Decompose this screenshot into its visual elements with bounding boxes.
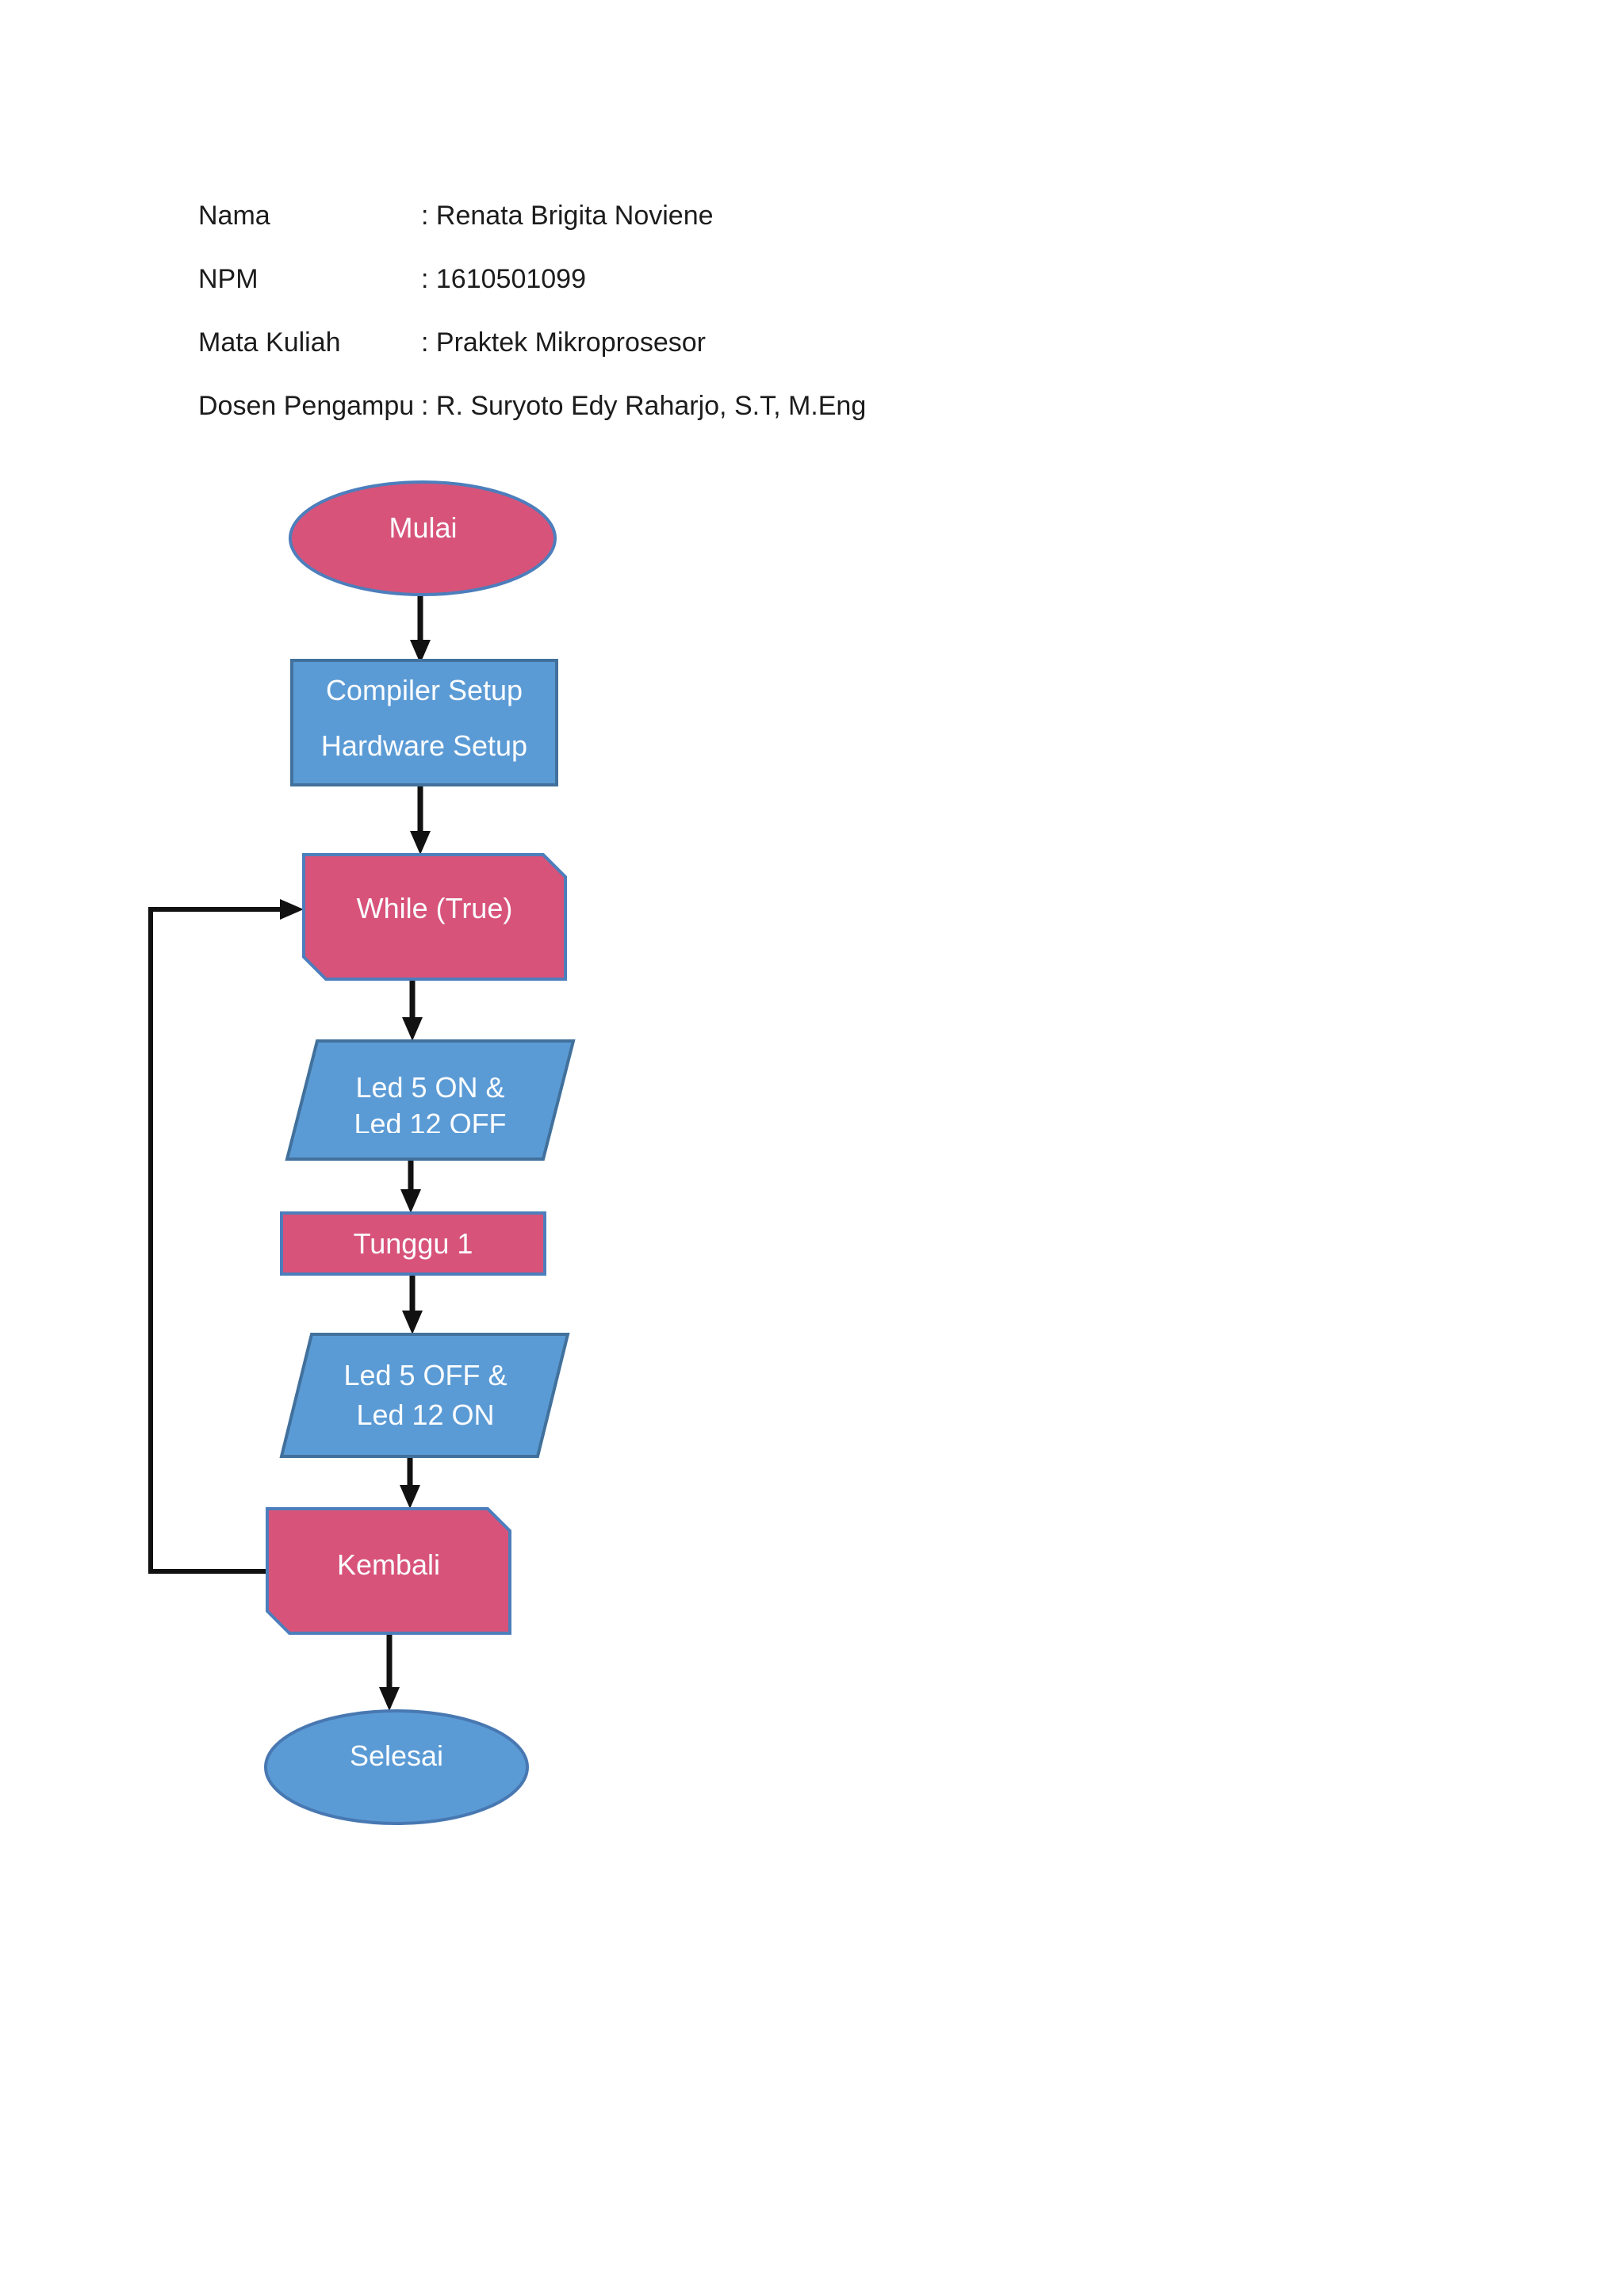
info-row-nama: Nama : Renata Brigita Noviene bbox=[198, 197, 866, 261]
info-row-dosen-pengampu: Dosen Pengampu : R. Suryoto Edy Raharjo,… bbox=[198, 388, 866, 451]
data-shape-led5-off bbox=[279, 1333, 570, 1458]
loop-shape-while-true bbox=[302, 853, 567, 981]
student-info-block: Nama : Renata Brigita Noviene NPM : 1610… bbox=[198, 197, 866, 451]
process-shape-setup bbox=[290, 659, 558, 786]
loop-connector-kembali-to-while bbox=[148, 907, 280, 1574]
info-row-npm: NPM : 1610501099 bbox=[198, 261, 866, 324]
terminator-shape-mulai bbox=[289, 480, 557, 596]
loop-shape-kembali bbox=[266, 1507, 511, 1635]
arrowhead-setup-to-while bbox=[410, 831, 431, 855]
info-value-dosen-pengampu: : R. Suryoto Edy Raharjo, S.T, M.Eng bbox=[421, 391, 867, 421]
arrowhead-led-on-to-tunggu bbox=[400, 1189, 421, 1213]
arrowhead-led-off-to-kembali bbox=[400, 1485, 420, 1509]
info-label-mata-kuliah: Mata Kuliah bbox=[198, 327, 341, 358]
arrowhead-while-to-led-on bbox=[402, 1017, 423, 1041]
info-value-mata-kuliah: : Praktek Mikroprosesor bbox=[421, 327, 706, 358]
info-label-npm: NPM bbox=[198, 264, 259, 294]
process-shape-tunggu bbox=[280, 1211, 546, 1276]
info-value-nama: : Renata Brigita Noviene bbox=[421, 201, 714, 231]
arrowhead-loop-to-while bbox=[280, 899, 304, 920]
info-row-mata-kuliah: Mata Kuliah : Praktek Mikroprosesor bbox=[198, 324, 866, 388]
info-value-npm: : 1610501099 bbox=[421, 264, 586, 294]
arrowhead-tunggu-to-led-off bbox=[402, 1311, 423, 1334]
info-label-nama: Nama bbox=[198, 201, 270, 231]
arrowhead-kembali-to-selesai bbox=[379, 1687, 400, 1711]
data-shape-led5-on bbox=[285, 1039, 576, 1161]
terminator-shape-selesai bbox=[264, 1709, 529, 1825]
arrowhead-mulai-to-setup bbox=[410, 640, 431, 664]
info-label-dosen-pengampu: Dosen Pengampu bbox=[198, 391, 415, 421]
